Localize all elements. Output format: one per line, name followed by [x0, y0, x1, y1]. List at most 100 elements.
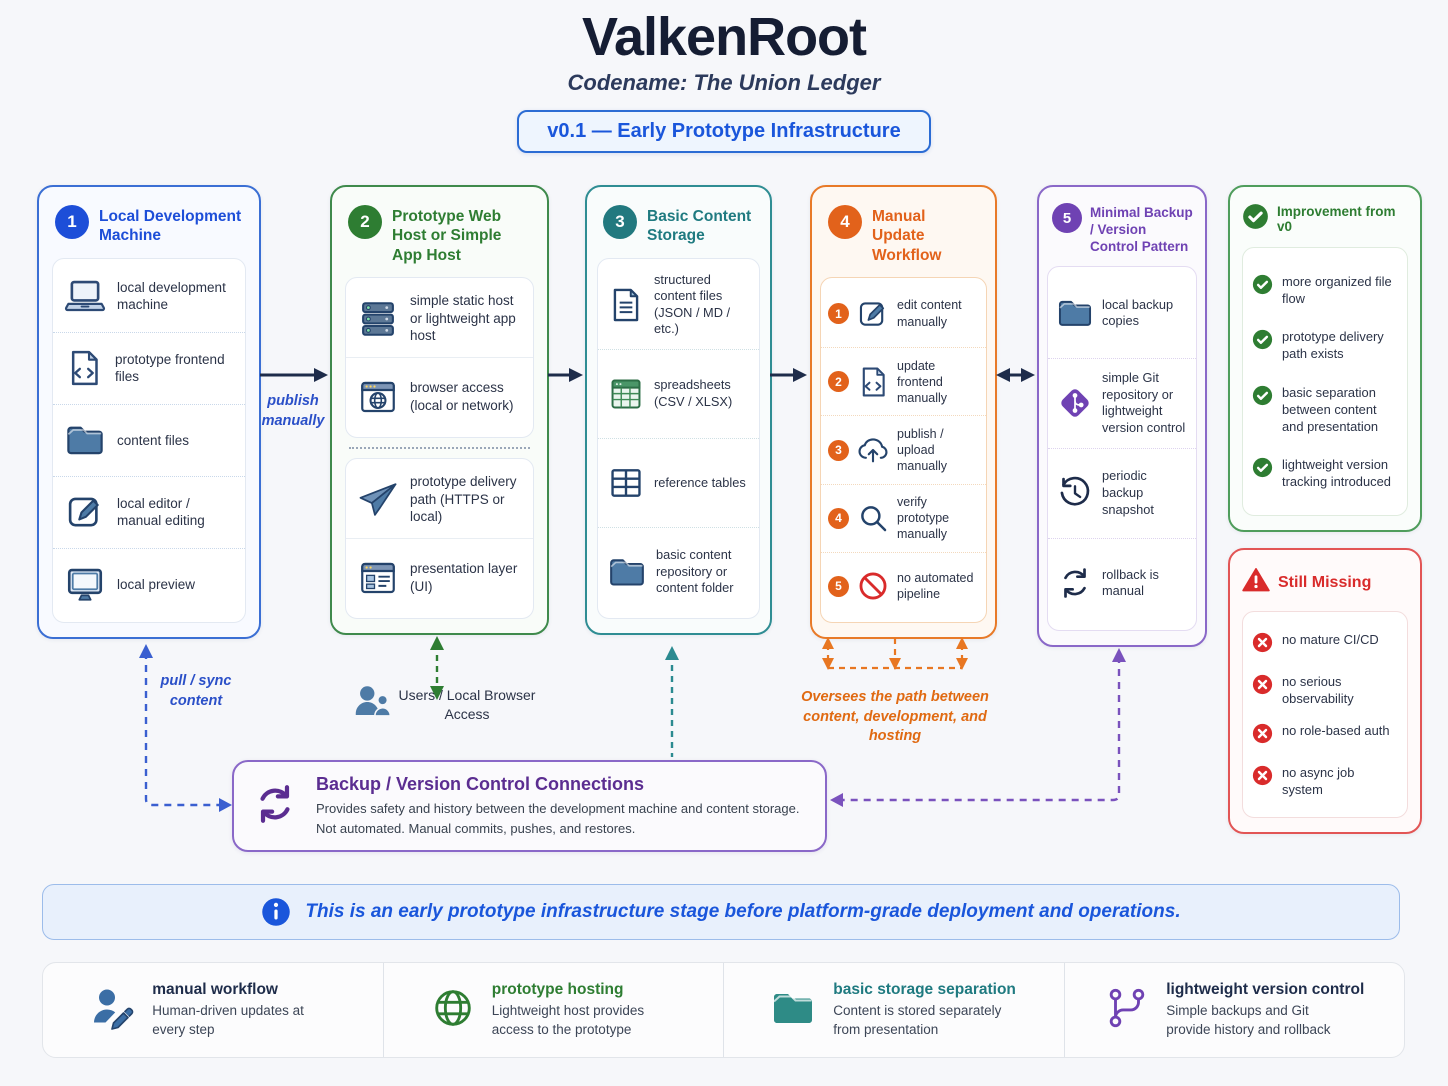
panel-still-missing: Still Missing no mature CI/CD no serious…	[1228, 548, 1422, 834]
list-item: local backup copies	[1048, 269, 1196, 359]
panel-title: Minimal Backup / Version Control Pattern	[1090, 205, 1193, 254]
workflow-step: 4 verify prototype manually	[821, 485, 986, 553]
check-circle-icon	[1242, 203, 1269, 235]
flow-arrow-col3-col4	[770, 368, 807, 382]
list-item: more organized file flow	[1252, 269, 1398, 311]
panel-card: 1 edit content manually 2 update fronten…	[820, 277, 987, 623]
list-item: local editor / manual editing	[53, 477, 245, 549]
workflow-step: 1 edit content manually	[821, 280, 986, 349]
x-circle-icon	[1252, 765, 1273, 791]
item-label: prototype frontend files	[115, 351, 225, 385]
item-label: periodic backup snapshot	[1102, 468, 1154, 517]
item-label: prototype delivery path exists	[1282, 329, 1384, 362]
panel-header: 2 Prototype Web Host or Simple App Host	[332, 187, 547, 275]
users-icon	[350, 680, 396, 731]
legend-manual-workflow: manual workflow Human-driven updates at …	[43, 963, 383, 1057]
workflow-step: 5 no automated pipeline	[821, 553, 986, 620]
item-label: reference tables	[654, 474, 746, 490]
item-label: structured content files (JSON / MD / et…	[654, 271, 731, 337]
item-label: simple Git repository or lightweight ver…	[1102, 370, 1186, 435]
backup-box-title: Backup / Version Control Connections	[316, 774, 645, 794]
publish-manually-label: publish manually	[261, 393, 325, 429]
panel-card: more organized file flow prototype deliv…	[1242, 247, 1408, 516]
pull-sync-arrowhead-up	[139, 644, 153, 658]
flow-arrow-col1-col2	[260, 368, 328, 382]
legend-lightweight-version-control: lightweight version control Simple backu…	[1063, 963, 1405, 1057]
list-item: no mature CI/CD	[1252, 627, 1398, 662]
pull-sync-arrowhead-right	[219, 798, 232, 812]
legend-basic-storage-separation: basic storage separation Content is stor…	[723, 963, 1064, 1057]
step-label: no automated pipeline	[897, 571, 974, 602]
page-subtitle: Codename: The Union Ledger	[567, 70, 881, 96]
legend-desc: Human-driven updates at every step	[152, 1002, 304, 1037]
list-item: structured content files (JSON / MD / et…	[598, 261, 759, 350]
document-icon	[607, 286, 645, 324]
folder-icon	[1056, 294, 1094, 332]
info-icon	[261, 897, 291, 927]
step-label: publish / upload manually	[897, 426, 948, 474]
item-label: lightweight version tracking introduced	[1282, 456, 1391, 489]
oversee-connectors	[826, 638, 964, 670]
item-label: local backup copies	[1102, 296, 1174, 329]
legend-desc: Simple backups and Git provide history a…	[1166, 1002, 1331, 1037]
list-item: presentation layer (UI)	[346, 539, 533, 616]
item-label: spreadsheets (CSV / XLSX)	[654, 377, 733, 409]
oversee-arrowhead	[889, 658, 901, 670]
x-circle-icon	[1252, 723, 1273, 749]
server-icon	[357, 298, 399, 340]
rollback-sync-icon	[1056, 564, 1094, 602]
panel-title: Manual Update Workflow	[872, 208, 942, 264]
folder-icon	[607, 552, 647, 592]
legend-text: lightweight version control Simple backu…	[1166, 981, 1364, 1040]
item-label: basic separation between content and pre…	[1282, 384, 1379, 434]
spreadsheet-icon	[607, 375, 645, 413]
item-label: no async job system	[1282, 764, 1355, 797]
legend-text: basic storage separation Content is stor…	[833, 981, 1018, 1040]
item-label: local editor / manual editing	[117, 495, 205, 529]
list-item: content files	[53, 405, 245, 477]
panel-prototype-web-host: 2 Prototype Web Host or Simple App Host …	[330, 185, 549, 635]
backup-vc-arrowhead-left	[830, 793, 843, 807]
git-icon	[1056, 384, 1094, 422]
legend-title: manual workflow	[152, 980, 278, 998]
backup-box-line2: Not automated. Manual commits, pushes, a…	[316, 820, 636, 836]
panel-card: local development machine prototype fron…	[52, 257, 246, 623]
number-badge: 3	[603, 205, 637, 239]
number-badge: 4	[828, 205, 862, 239]
flow-arrow-col2-col3	[548, 368, 583, 382]
panel-improvement-from-v0: Improvement from v0 more organized file …	[1228, 185, 1422, 532]
list-item: basic content repository or content fold…	[598, 528, 759, 616]
step-label: update frontend manually	[897, 358, 948, 406]
item-label: local development machine	[117, 279, 226, 313]
panel-manual-update-workflow: 4 Manual Update Workflow 1 edit content …	[810, 185, 997, 639]
folder-teal-icon	[769, 984, 817, 1037]
panel-local-development-machine: 1 Local Development Machine local develo…	[37, 185, 261, 639]
item-label: rollback is manual	[1102, 566, 1159, 599]
panel-minimal-backup-version-control: 5 Minimal Backup / Version Control Patte…	[1037, 185, 1207, 647]
pull-sync-content-label: pull / sync content	[160, 673, 232, 709]
panel-cards: simple static host or lightweight app ho…	[345, 277, 534, 619]
legend-title: basic storage separation	[833, 980, 1016, 998]
panel-card: no mature CI/CD no serious observability…	[1242, 611, 1408, 818]
panel-header: Improvement from v0	[1230, 187, 1420, 245]
sync-arrows-icon	[252, 781, 298, 832]
oversees-caption: Oversees the path between content, devel…	[801, 689, 989, 745]
git-branch-icon	[1104, 985, 1150, 1036]
cloud-upload-icon	[856, 433, 890, 467]
legend-desc: Lightweight host provides access to the …	[491, 1002, 645, 1037]
list-item: lightweight version tracking introduced	[1252, 452, 1398, 494]
no-symbol-icon	[856, 569, 890, 603]
backup-box-line1: Provides safety and history between the …	[316, 801, 800, 816]
list-item: spreadsheets (CSV / XLSX)	[598, 350, 759, 439]
backup-version-control-box: Backup / Version Control Connections Pro…	[232, 760, 827, 852]
edit-icon	[64, 491, 106, 533]
storage-backup-arrowhead-up	[665, 646, 679, 660]
panel-title: Still Missing	[1278, 573, 1372, 591]
item-label: simple static host or lightweight app ho…	[410, 293, 516, 344]
panel-header: 3 Basic Content Storage	[587, 187, 770, 256]
panel-title: Improvement from v0	[1277, 204, 1396, 234]
edit-icon	[856, 297, 890, 331]
item-label: basic content repository or content fold…	[656, 547, 734, 596]
oversee-arrowhead	[956, 658, 968, 670]
